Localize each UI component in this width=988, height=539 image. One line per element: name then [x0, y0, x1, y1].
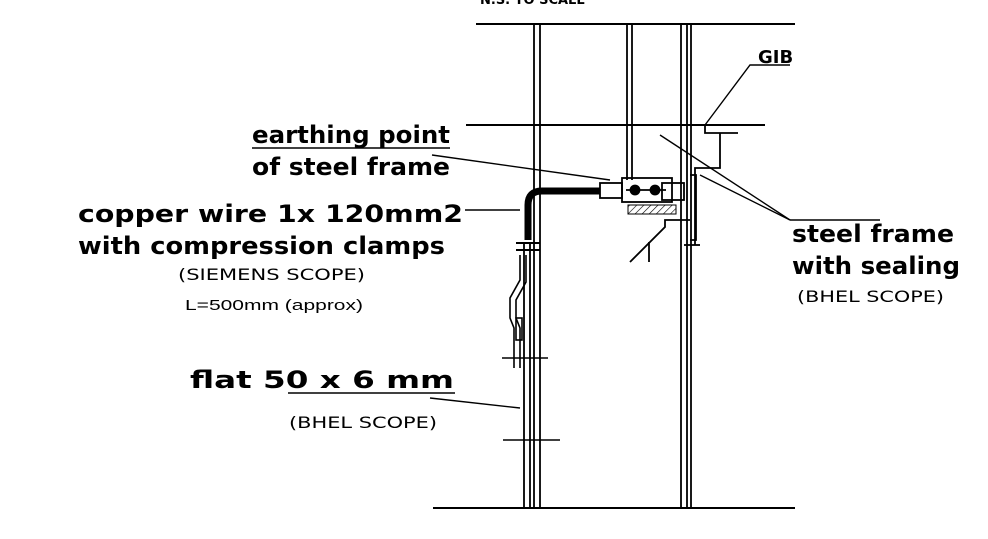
sealing-hatch [627, 204, 677, 215]
length-note-label: L=500mm (approx) [185, 297, 363, 314]
steel-frame [629, 125, 738, 263]
leader-lines [252, 64, 880, 409]
steel-frame-label-line1: steel frame [792, 220, 954, 248]
flat-bar-label: flat 50 x 6 mm [190, 366, 454, 394]
copper-wire [524, 187, 600, 240]
flat-bar [502, 255, 560, 441]
vertical-lines [523, 24, 692, 508]
wire-clamp-marks [516, 242, 540, 251]
bhel-scope-left-label: (BHEL SCOPE) [289, 413, 437, 432]
earthing-clamp [599, 177, 685, 203]
siemens-scope-label: (SIEMENS SCOPE) [178, 265, 365, 284]
earthing-point-label-line2: of steel frame [252, 153, 450, 181]
horizontal-lines [433, 23, 795, 509]
earthing-point-label-line1: earthing point [252, 121, 450, 149]
steel-frame-label-line2: with sealing [792, 252, 960, 280]
bhel-scope-right-label: (BHEL SCOPE) [797, 287, 944, 306]
header-text: N.S. TO SCALE [480, 0, 585, 8]
copper-wire-label-line1: copper wire 1x 120mm2 [78, 200, 463, 228]
copper-wire-label-line2: with compression clamps [78, 232, 445, 260]
gib-label: GIB [758, 47, 793, 68]
